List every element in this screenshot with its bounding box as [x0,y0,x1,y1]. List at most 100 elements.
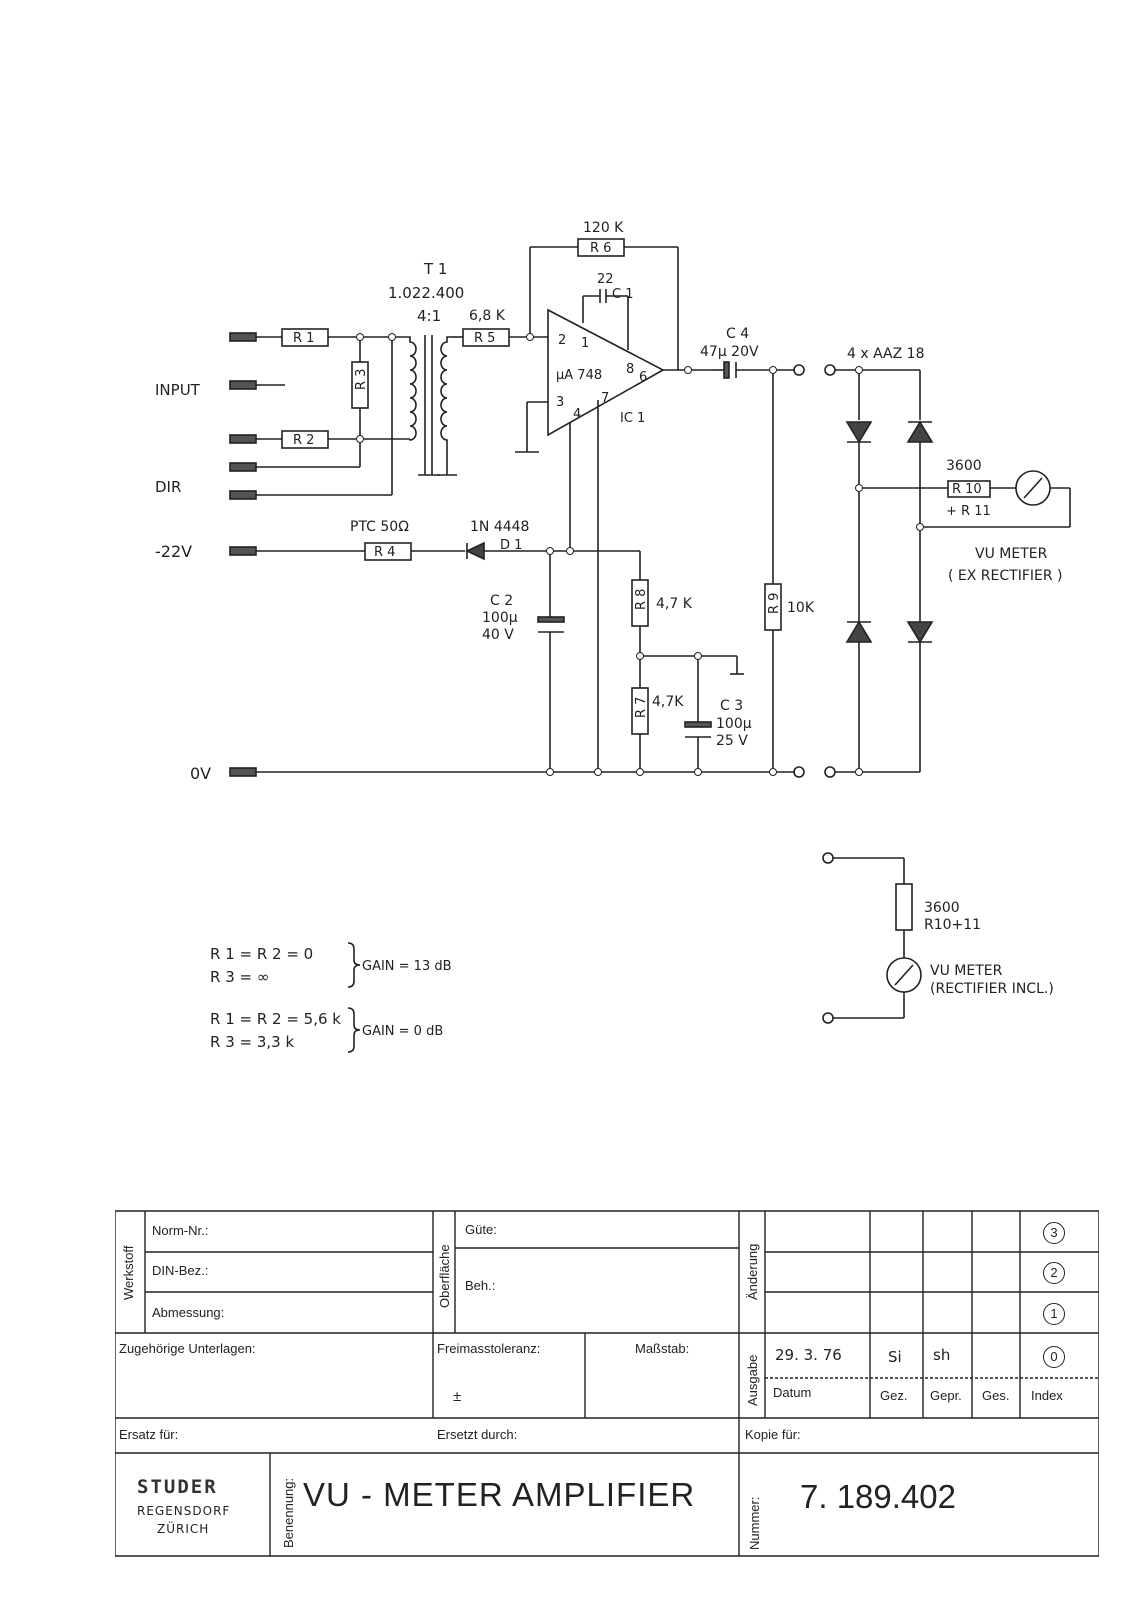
note-2a: R 1 = R 2 = 5,6 k [210,1010,341,1028]
terminal-supply [229,546,257,556]
junction-dots [356,333,924,776]
revision-2: 2 [1043,1262,1065,1284]
rectifier-diode-3 [906,420,934,443]
label-c4: C 4 [726,326,749,342]
label-c2-val1: 100μ [482,610,518,626]
label-r8-val: 4,7 K [656,596,693,612]
label-pin7: 7 [601,391,609,406]
brace-2 [347,1007,361,1053]
label-r2: R 2 [293,433,314,448]
tolerance-sign: ± [453,1388,462,1405]
alt-terminal-top [822,852,834,864]
schematic-diagram: INPUT DIR -22V 0V T 1 1.022.400 4:1 R 1 … [155,220,1071,1053]
label-aenderung: Änderung [745,1243,760,1300]
label-guete: Güte: [465,1222,497,1237]
label-vu1: VU METER [975,546,1048,562]
transformer-secondary [440,336,450,475]
note-2b: R 3 = 3,3 k [210,1033,294,1051]
label-din: DIR [155,478,181,496]
label-freimass: Freimasstoleranz: [437,1341,541,1356]
label-r1: R 1 [293,331,314,346]
op-amp-ic1 [547,308,665,437]
rectifier-diode-1 [845,421,873,444]
label-r9: R 9 [767,593,782,614]
label-r6: R 6 [590,241,611,256]
label-diodes: 4 x AAZ 18 [847,346,925,362]
meter-terminal-top [824,364,836,376]
label-pin6: 6 [639,370,647,385]
label-pin4: 4 [573,407,581,422]
issue-checked-by: sh [933,1346,951,1364]
output-terminal-top [793,364,805,376]
terminal-input-1 [229,332,257,342]
label-alt-val2: R10+11 [924,917,981,933]
label-r11: + R 11 [946,504,991,519]
label-pin3: 3 [556,395,564,410]
label-r4-desc: PTC 50Ω [350,519,409,535]
studer-logo: STUDER [137,1476,218,1498]
label-vu2: ( EX RECTIFIER ) [948,568,1063,584]
label-werkstoff: Werkstoff [121,1245,136,1300]
label-alt-val1: 3600 [924,900,960,916]
label-c3-val1: 100μ [716,716,752,732]
label-r6-val: 120 K [583,220,624,236]
label-din-bez: DIN-Bez.: [152,1263,209,1278]
brace-1 [347,942,361,988]
label-c3-val2: 25 V [716,733,748,749]
label-t1-part: 1.022.400 [388,284,464,302]
city-zuerich: ZÜRICH [157,1522,210,1536]
label-r7-val: 4,7K [652,694,684,710]
transformer-primary [392,336,417,441]
label-massstab: Maßstab: [635,1341,690,1356]
resistor-r10-11 [895,883,913,931]
label-abmessung: Abmessung: [152,1305,225,1320]
revision-3: 3 [1043,1222,1065,1244]
label-alt-vu1: VU METER [930,963,1003,979]
label-norm: Norm-Nr.: [152,1223,209,1238]
note-2-gain: GAIN = 0 dB [362,1024,443,1039]
label-index: Index [1031,1388,1063,1403]
output-terminal-bottom [793,766,805,778]
label-ersetzt: Ersetzt durch: [437,1427,518,1442]
note-1a: R 1 = R 2 = 0 [210,945,313,963]
capacitor-c4 [723,361,730,379]
label-kopie: Kopie für: [745,1427,801,1442]
note-1b: R 3 = ∞ [210,968,269,986]
label-gez: Gez. [880,1388,908,1403]
label-r9-val: 10K [787,600,815,616]
terminal-din-1 [229,462,257,472]
label-r10: R 10 [952,482,982,497]
label-ic-name: IC 1 [620,411,645,426]
terminal-din-2 [229,490,257,500]
label-supply: -22V [155,542,192,561]
label-alt-vu2: (RECTIFIER INCL.) [930,981,1054,997]
label-r5: R 5 [474,331,495,346]
terminal-ground [229,767,257,777]
label-c4-val: 47μ 20V [700,344,759,360]
label-datum: Datum [773,1385,812,1400]
label-r8: R 8 [634,589,649,610]
label-pin1: 1 [581,336,589,351]
label-ersatz: Ersatz für: [119,1427,179,1442]
label-t1-ratio: 4:1 [417,307,441,325]
issue-date: 29. 3. 76 [775,1346,842,1364]
title-block-grid [115,1210,1099,1557]
issue-drawn-by: Si [888,1348,902,1366]
label-c3: C 3 [720,698,743,714]
label-r10-top: 3600 [946,458,982,474]
meter-terminal-bottom [824,766,836,778]
label-r7: R 7 [634,697,649,718]
label-ground: 0V [190,764,211,783]
alt-terminal-bottom [822,1012,834,1024]
terminal-input-center [229,380,257,390]
note-1-gain: GAIN = 13 dB [362,959,452,974]
label-ic-type: μA 748 [556,368,602,383]
capacitor-c3 [684,721,712,728]
label-input: INPUT [155,381,201,399]
title-block: Werkstoff Norm-Nr.: DIN-Bez.: Abmessung:… [115,1208,1099,1558]
resistor-r10 [947,480,991,498]
label-gepr: Gepr. [930,1388,962,1403]
drawing-title: VU - METER AMPLIFIER [303,1476,696,1513]
rectifier-diode-2 [845,620,873,643]
label-r3: R 3 [354,369,369,390]
